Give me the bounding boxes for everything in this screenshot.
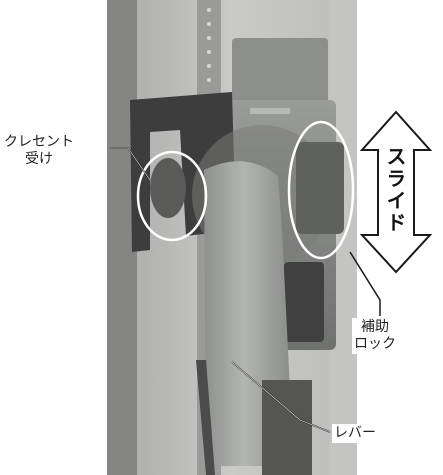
label-auxiliary-lock: 補助 ロック [352,318,398,354]
lever-base-shadow [262,380,312,475]
label-lever: レバー [332,424,378,443]
callout-line-crescent-white [110,147,151,181]
crescent-receiver-hollow [150,158,186,218]
label-crescent-receiver: クレセント 受け [4,134,74,168]
callout-circle-auxiliary [287,120,355,260]
auxiliary-lock-knob [296,142,344,234]
auxiliary-lock-lower [284,262,324,342]
callout-line-lever-white [231,361,331,433]
callout-circle-crescent [136,150,208,242]
callout-line-auxiliary [349,251,381,316]
label-auxiliary-line1: 補助 [361,319,389,335]
label-auxiliary-line2: ロック [354,336,396,352]
label-crescent-line1: クレセント [4,134,74,150]
lock-body-highlight [250,108,290,114]
slide-double-arrow [359,110,433,274]
lock-body-top [232,38,328,106]
label-slide: スライド [383,146,407,234]
lever-shadow [196,360,215,475]
label-crescent-line2: 受け [25,151,53,167]
